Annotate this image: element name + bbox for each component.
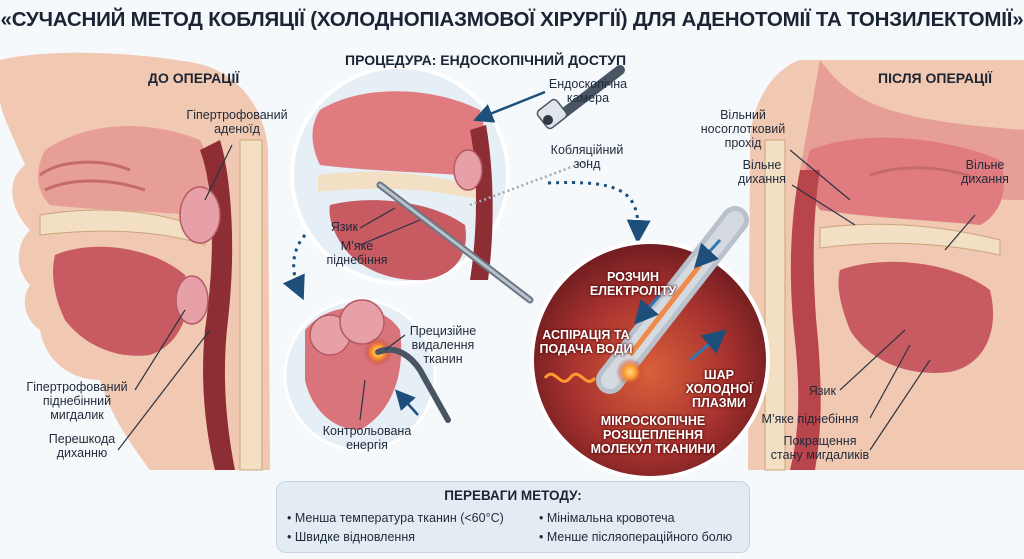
before-airway — [200, 140, 235, 470]
label-tongue-after: Язик — [808, 384, 836, 398]
label-precise-removal: Прецизійне видалення тканин — [409, 324, 477, 366]
after-tongue — [838, 261, 994, 373]
benefit-item: • Мінімальна кровотеча — [539, 511, 675, 525]
coblation-probe-instrument — [469, 158, 591, 207]
probe-detail-view — [530, 206, 770, 480]
label-tongue-procedure: Язик — [330, 220, 358, 234]
page-title: «СУЧАСНИЙ МЕТОД КОБЛЯЦІЇ (ХОЛОДНОПІАЗМОВ… — [0, 8, 1024, 31]
before-head-illustration — [0, 52, 270, 471]
before-heading: ДО ОПЕРАЦІЇ — [148, 70, 240, 86]
benefits-panel: ПЕРЕВАГИ МЕТОДУ: • Менша температура тка… — [276, 481, 750, 553]
after-head-illustration — [748, 60, 1024, 471]
after-airway — [790, 170, 821, 470]
after-palate — [819, 223, 1001, 256]
label-soft-palate-after: М’яке піднебіння — [761, 412, 859, 426]
label-aspiration: АСПІРАЦІЯ ТА ПОДАЧА ВОДИ — [539, 328, 633, 356]
camera-arrow — [473, 90, 546, 123]
procedure-view — [290, 65, 534, 304]
label-molecular-dissociation: МІКРОСКОПІЧНЕ РОЗЩЕПЛЕННЯ МОЛЕКУЛ ТКАНИН… — [590, 414, 716, 456]
label-soft-palate-procedure: М’яке піднебіння — [326, 239, 388, 267]
label-endoscopic-camera: Ендоскопічна камера — [548, 77, 628, 105]
label-free-breathing-right: Вільне дихання — [961, 158, 1009, 186]
leader-lines — [117, 144, 976, 451]
endoscope-instrument — [536, 65, 625, 130]
detail-dotted-arrow — [547, 181, 651, 244]
benefit-item: • Швидке відновлення — [287, 530, 415, 544]
benefits-heading: ПЕРЕВАГИ МЕТОДУ: — [444, 488, 582, 503]
before-adenoid-mass — [179, 186, 221, 244]
procedure-heading: ПРОЦЕДУРА: ЕНДОСКОПІЧНИЙ ДОСТУП — [345, 52, 627, 68]
label-electrolyte-solution: РОЗЧИН ЕЛЕКТРОЛІТУ — [589, 270, 677, 298]
before-tongue — [53, 246, 189, 356]
precise-removal-view — [283, 298, 451, 452]
label-free-breathing-left: Вільне дихання — [738, 158, 786, 186]
before-spine — [239, 139, 263, 471]
label-free-nasopharynx: Вільний носоглотковий прохід — [700, 108, 786, 150]
label-hypertrophic-tonsil: Гіпертрофований піднебінний мигдалик — [26, 380, 128, 422]
benefit-item: • Менше післяопераційного болю — [539, 530, 733, 544]
label-hypertrophic-adenoid: Гіпертрофований аденоїд — [186, 108, 288, 136]
label-tonsil-improvement: Покращення стану мигдаликів — [770, 434, 870, 462]
zoom-dotted-arrow — [282, 234, 307, 301]
label-controlled-energy: Контрольована енергія — [322, 424, 412, 452]
label-cold-plasma-layer: ШАР ХОЛОДНОЇ ПЛАЗМИ — [685, 368, 753, 410]
after-heading: ПІСЛЯ ОПЕРАЦІЇ — [878, 70, 992, 86]
before-nasal-cavity — [38, 126, 209, 215]
after-nasal-cavity — [806, 137, 1004, 225]
benefit-item: • Менша температура тканин (<60°C) — [287, 511, 504, 525]
label-breathing-obstruction: Перешкода диханню — [48, 432, 116, 460]
label-coblation-probe: Кобляційний зонд — [550, 143, 624, 171]
